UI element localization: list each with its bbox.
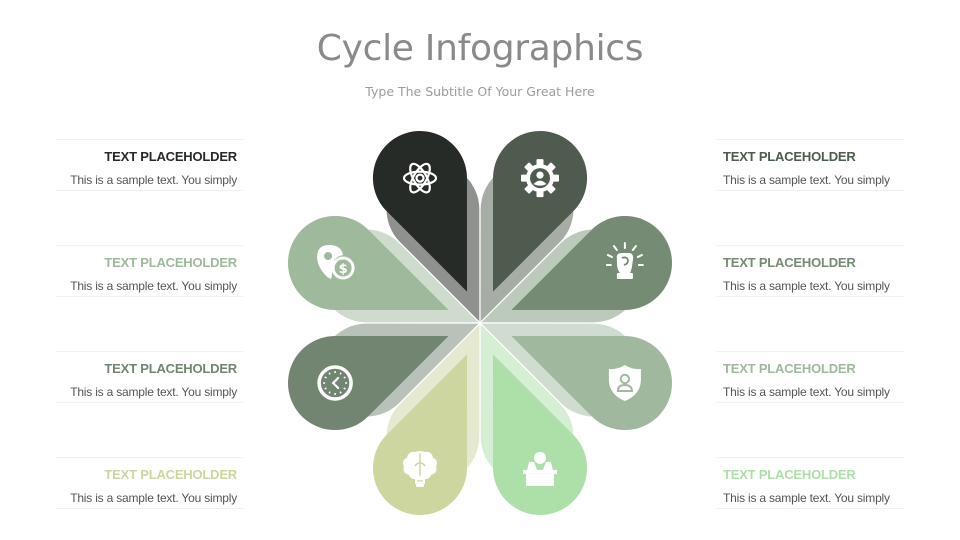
block-text: This is a sample text. You simply (723, 279, 890, 293)
left-text-block-4: TEXT PLACEHOLDER This is a sample text. … (55, 457, 243, 509)
right-text-block-3: TEXT PLACEHOLDER This is a sample text. … (716, 351, 904, 403)
brain-bulb-icon (403, 450, 437, 487)
block-text: This is a sample text. You simply (723, 385, 890, 399)
block-title: TEXT PLACEHOLDER (723, 255, 856, 270)
left-text-block-1: TEXT PLACEHOLDER This is a sample text. … (55, 139, 243, 191)
block-text: This is a sample text. You simply (70, 279, 237, 293)
block-title: TEXT PLACEHOLDER (104, 467, 237, 482)
block-text: This is a sample text. You simply (723, 491, 890, 505)
left-text-block-2: TEXT PLACEHOLDER This is a sample text. … (55, 245, 243, 297)
block-title: TEXT PLACEHOLDER (723, 361, 856, 376)
left-text-block-3: TEXT PLACEHOLDER This is a sample text. … (55, 351, 243, 403)
svg-text:$: $ (339, 262, 348, 277)
location-dollar-icon: $ (317, 245, 355, 280)
page-subtitle: Type The Subtitle Of Your Great Here (365, 84, 595, 99)
atom-icon (402, 162, 438, 194)
idea-fist-icon (605, 242, 644, 279)
block-title: TEXT PLACEHOLDER (104, 361, 237, 376)
right-text-block-4: TEXT PLACEHOLDER This is a sample text. … (716, 457, 904, 509)
page-title: Cycle Infographics (316, 28, 644, 69)
clock-icon (317, 365, 353, 401)
gear-user-icon (521, 159, 559, 198)
presenter-podium-icon (523, 451, 557, 486)
block-title: TEXT PLACEHOLDER (104, 149, 237, 164)
block-text: This is a sample text. You simply (70, 385, 237, 399)
block-text: This is a sample text. You simply (70, 491, 237, 505)
shield-user-icon (608, 365, 641, 401)
block-title: TEXT PLACEHOLDER (104, 255, 237, 270)
right-text-block-1: TEXT PLACEHOLDER This is a sample text. … (716, 139, 904, 191)
right-text-block-2: TEXT PLACEHOLDER This is a sample text. … (716, 245, 904, 297)
block-text: This is a sample text. You simply (70, 173, 237, 187)
block-title: TEXT PLACEHOLDER (723, 149, 856, 164)
block-title: TEXT PLACEHOLDER (723, 467, 856, 482)
block-text: This is a sample text. You simply (723, 173, 890, 187)
